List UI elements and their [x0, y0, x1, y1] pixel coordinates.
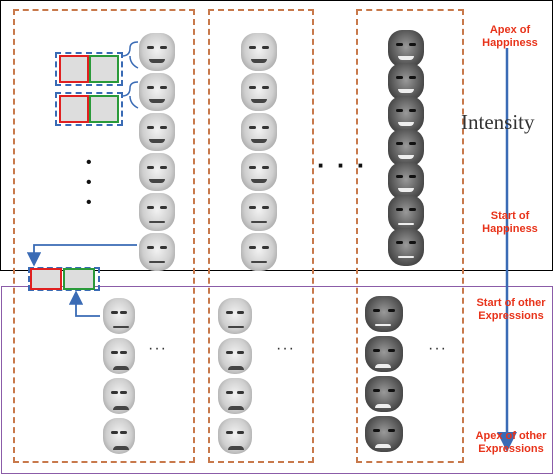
- face-frame: [388, 228, 424, 266]
- face-frame: [365, 336, 403, 372]
- pair-braces: [121, 41, 139, 109]
- face-frame: [388, 96, 424, 134]
- face-frame: [218, 338, 252, 374]
- face-frame: [139, 113, 175, 151]
- pair-1-red-face: [59, 55, 89, 83]
- subject-1-column: [13, 9, 195, 463]
- pair-1-green-face: [89, 55, 119, 83]
- face-frame: [241, 193, 277, 231]
- transfer-green-face: [63, 268, 95, 290]
- pair-group-2: [55, 92, 123, 126]
- face-frame: [241, 233, 277, 271]
- row-ellipsis: ···: [276, 340, 295, 357]
- face-frame: [365, 416, 403, 452]
- face-frame: [218, 378, 252, 414]
- face-frame: [241, 33, 277, 71]
- face-frame: [241, 73, 277, 111]
- face-frame: [365, 296, 403, 332]
- row-ellipsis: ···: [148, 340, 167, 357]
- face-frame: [139, 73, 175, 111]
- label-start-happiness: Start of Happiness: [482, 210, 538, 235]
- face-frame: [218, 298, 252, 334]
- face-frame: [103, 378, 135, 414]
- face-frame: [139, 153, 175, 191]
- face-frame: [103, 418, 135, 454]
- face-frame: [388, 30, 424, 68]
- pair-2-red-face: [59, 95, 89, 123]
- face-frame: [388, 162, 424, 200]
- label-apex-other: Apex of other Expressions: [475, 430, 547, 455]
- face-frame: [388, 129, 424, 167]
- column-ellipsis: · · ·: [317, 150, 368, 180]
- subject-2-column: [208, 9, 314, 463]
- other-expressions-panel: [1, 286, 553, 474]
- label-apex-happiness: Apex of Happiness: [482, 24, 538, 49]
- face-frame: [241, 113, 277, 151]
- row-ellipsis: ···: [428, 340, 447, 357]
- face-frame: [139, 33, 175, 71]
- face-frame: [139, 233, 175, 271]
- subject-n-column: [356, 9, 464, 463]
- label-intensity: Intensity: [461, 110, 535, 134]
- pair-2-green-face: [89, 95, 119, 123]
- transfer-red-face: [30, 268, 62, 290]
- face-frame: [103, 298, 135, 334]
- happiness-sequences-panel: [0, 0, 553, 271]
- label-start-other: Start of other Expressions: [476, 297, 546, 322]
- face-frame: [218, 418, 252, 454]
- vertical-ellipsis: •••: [86, 154, 92, 211]
- face-frame: [103, 338, 135, 374]
- face-frame: [139, 193, 175, 231]
- face-frame: [388, 63, 424, 101]
- face-frame: [365, 376, 403, 412]
- pair-group-1: [55, 52, 123, 86]
- face-frame: [241, 153, 277, 191]
- face-frame: [388, 195, 424, 233]
